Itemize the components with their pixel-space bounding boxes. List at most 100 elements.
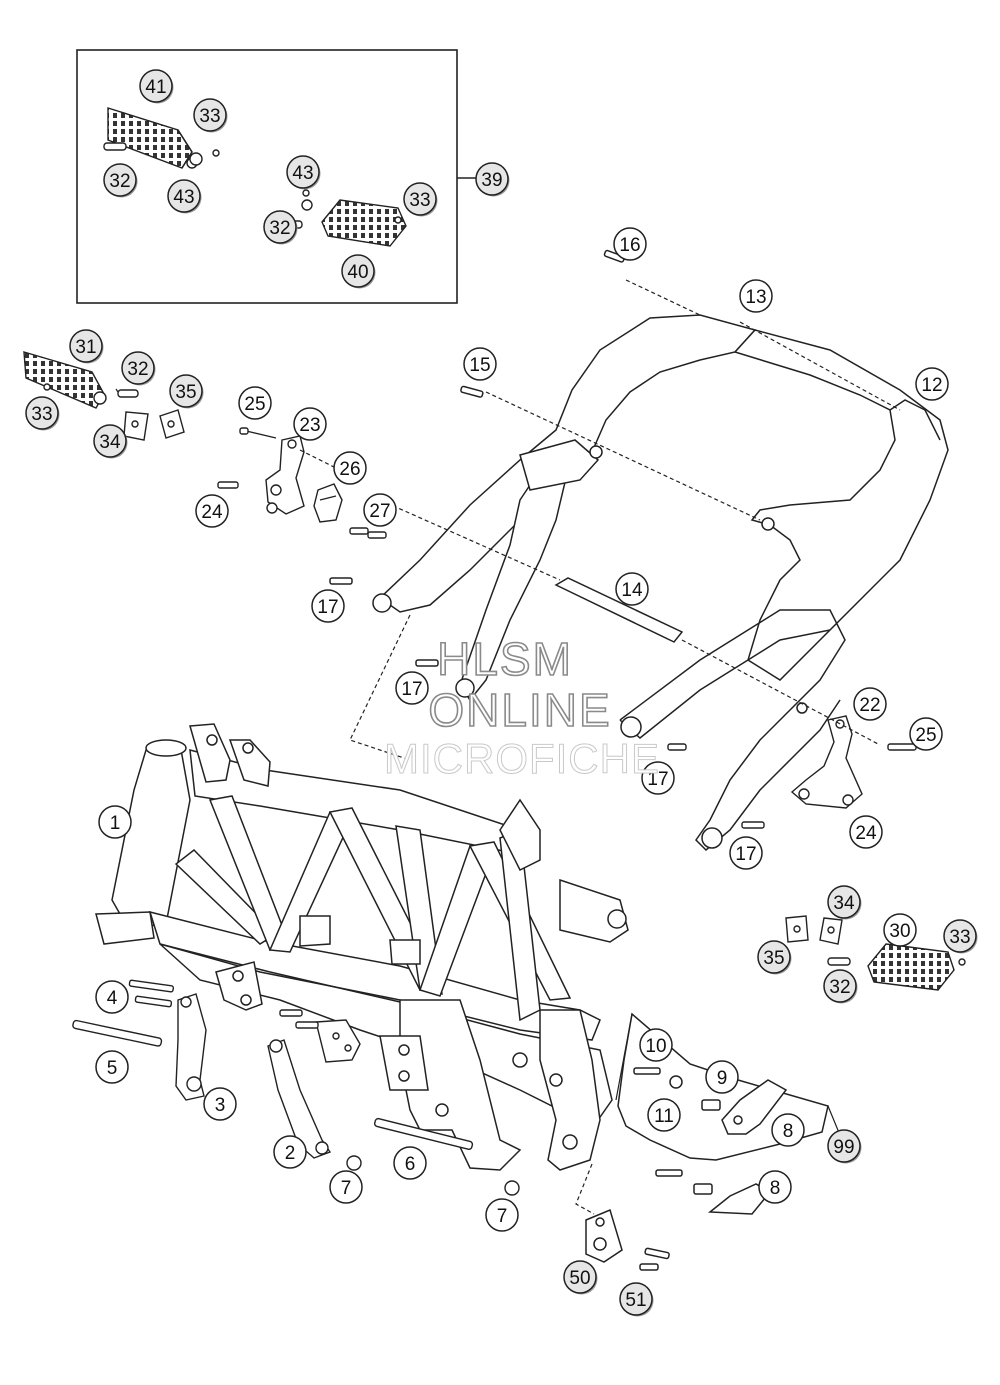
callout-circle (853, 687, 887, 721)
callout-number: 5 (107, 1058, 118, 1079)
footrest-31-part (23, 351, 185, 441)
callout-number: 12 (921, 375, 942, 396)
watermark-line-1: HLSM (436, 632, 573, 686)
callout-c12: 12 (915, 367, 949, 401)
callout-circle (193, 98, 227, 132)
callout-circle (641, 761, 675, 795)
callout-c33b: 33 (193, 98, 228, 133)
callout-c17b: 17 (395, 671, 429, 705)
callout-c35b: 35 (757, 940, 792, 975)
callout-circle (195, 494, 229, 528)
callout-c1: 1 (98, 805, 132, 839)
callout-circle (98, 805, 132, 839)
callout-c41: 41 (139, 69, 174, 104)
callout-c5: 5 (95, 1050, 129, 1084)
callout-c39: 39 (475, 162, 510, 197)
callout-circle (333, 451, 367, 485)
callout-c14: 14 (615, 572, 649, 606)
callout-c34b: 34 (827, 885, 862, 920)
callout-circle (705, 1060, 739, 1094)
callout-c50: 50 (563, 1260, 598, 1295)
callout-c32b: 32 (103, 163, 138, 198)
callout-circle (563, 1260, 597, 1294)
callout-number: 31 (75, 337, 96, 358)
callout-circle (286, 155, 320, 189)
callout-number: 32 (127, 359, 148, 380)
callout-number: 1 (110, 813, 121, 834)
footrest-41-part (103, 107, 220, 169)
callout-circle (95, 1050, 129, 1084)
callout-number: 30 (889, 921, 910, 942)
callout-c25a: 25 (238, 386, 272, 420)
callout-circle (729, 836, 763, 870)
callout-circle (169, 374, 203, 408)
callout-circle (167, 179, 201, 213)
callout-c30: 30 (883, 913, 917, 947)
callout-circle (238, 386, 272, 420)
callout-c13: 13 (739, 279, 773, 313)
callout-layer: 1234567788910111213141516171717172223242… (25, 69, 978, 1317)
callout-number: 27 (369, 501, 390, 522)
callout-c32d: 32 (823, 969, 858, 1004)
callout-number: 32 (829, 977, 850, 998)
callout-circle (615, 572, 649, 606)
footrest-30-part (785, 915, 966, 991)
callout-c31: 31 (69, 329, 104, 364)
callout-c40: 40 (341, 254, 376, 289)
callout-c24a: 24 (195, 494, 229, 528)
callout-c34a: 34 (93, 424, 128, 459)
callout-circle (329, 1170, 363, 1204)
callout-c32a: 32 (121, 351, 156, 386)
callout-number: 43 (173, 187, 194, 208)
callout-number: 17 (401, 679, 422, 700)
callout-number: 2 (285, 1143, 296, 1164)
callout-number: 17 (317, 597, 338, 618)
callout-number: 22 (859, 695, 880, 716)
callout-number: 14 (621, 580, 643, 601)
callout-c4: 4 (95, 980, 129, 1014)
callout-circle (485, 1198, 519, 1232)
callout-circle (827, 1129, 861, 1163)
callout-circle (849, 815, 883, 849)
callout-number: 40 (347, 262, 368, 283)
callout-circle (647, 1098, 681, 1132)
rear-subframe-part (329, 249, 949, 852)
callout-circle (771, 1113, 805, 1147)
callout-number: 34 (833, 893, 855, 914)
callout-number: 9 (717, 1068, 728, 1089)
callout-number: 99 (833, 1137, 854, 1158)
callout-c8b: 8 (758, 1170, 792, 1204)
callout-number: 35 (175, 382, 196, 403)
callout-c11: 11 (647, 1098, 681, 1132)
callout-circle (103, 163, 137, 197)
callout-number: 17 (647, 769, 668, 790)
footrest-bracket-23-part (217, 427, 387, 539)
callout-number: 24 (855, 823, 877, 844)
callout-circle (393, 1146, 427, 1180)
callout-c24b: 24 (849, 815, 883, 849)
callout-number: 16 (619, 235, 640, 256)
callout-circle (823, 969, 857, 1003)
callout-number: 32 (269, 218, 290, 239)
callout-circle (363, 493, 397, 527)
callout-number: 33 (949, 927, 970, 948)
callout-circle (403, 182, 437, 216)
callout-circle (613, 227, 647, 261)
callout-c3: 3 (203, 1087, 237, 1121)
footrest-kit-box (76, 49, 477, 304)
callout-c17a: 17 (311, 589, 345, 623)
callout-number: 34 (99, 432, 121, 453)
callout-number: 8 (783, 1121, 794, 1142)
callout-c17c: 17 (641, 761, 675, 795)
callout-number: 33 (199, 106, 220, 127)
callout-circle (203, 1087, 237, 1121)
callout-c16: 16 (613, 227, 647, 261)
callout-number: 39 (481, 170, 502, 191)
callout-circle (293, 407, 327, 441)
leader-lines (115, 279, 901, 1215)
callout-number: 43 (292, 163, 313, 184)
callout-c7a: 7 (329, 1170, 363, 1204)
callout-circle (95, 980, 129, 1014)
